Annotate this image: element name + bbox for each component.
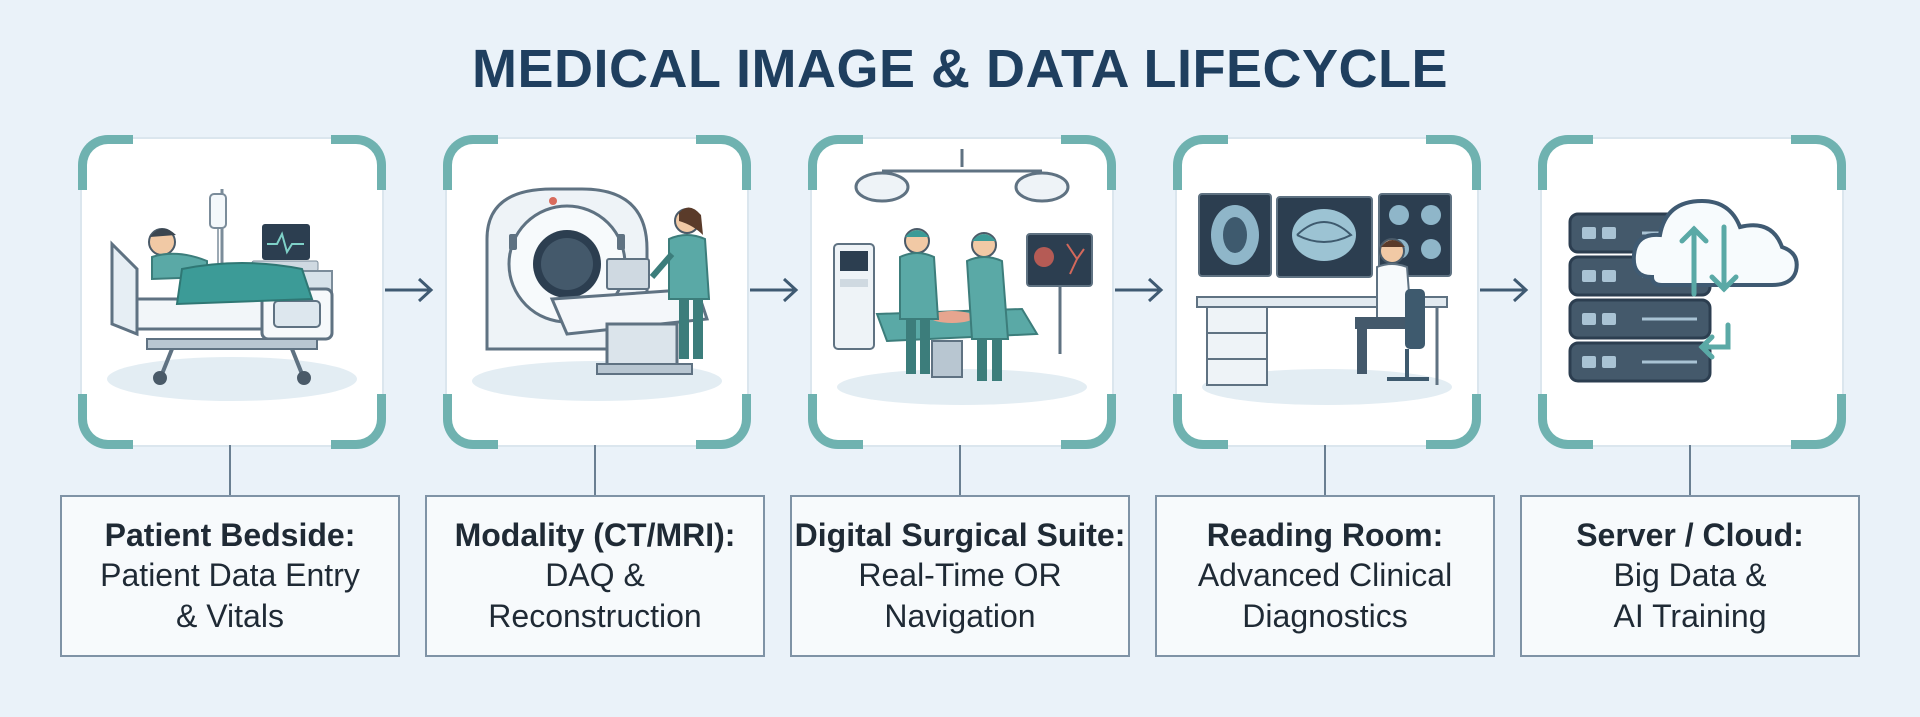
stage-1-label: Patient Bedside: Patient Data Entry & Vi… xyxy=(60,495,400,657)
stage-5-label: Server / Cloud: Big Data & AI Training xyxy=(1520,495,1860,657)
stage-description-line-2: AI Training xyxy=(1613,598,1767,634)
stage-description-line-2: Navigation xyxy=(884,598,1036,634)
server-cloud-icon xyxy=(1568,198,1799,383)
arrow-right-icon xyxy=(385,277,434,303)
stage-description-line-2: & Vitals xyxy=(176,598,284,634)
stage-heading: Patient Bedside: xyxy=(104,517,356,553)
stage-3-illustration-frame xyxy=(808,135,1116,449)
connector-line xyxy=(959,445,961,495)
stage-1-illustration-frame xyxy=(78,135,386,449)
arrow-right-icon xyxy=(750,277,799,303)
stage-2-label: Modality (CT/MRI): DAQ & Reconstruction xyxy=(425,495,765,657)
stage-heading: Server / Cloud: xyxy=(1576,517,1804,553)
connector-line xyxy=(1689,445,1691,495)
reading-room-icon xyxy=(1196,193,1452,405)
connector-line xyxy=(1324,445,1326,495)
stage-2-illustration-frame xyxy=(443,135,751,449)
stage-heading: Modality (CT/MRI): xyxy=(454,517,736,553)
stage-description-line-2: Reconstruction xyxy=(488,598,702,634)
stage-heading: Digital Surgical Suite: xyxy=(794,517,1126,553)
connector-line xyxy=(594,445,596,495)
stage-4-illustration-frame xyxy=(1173,135,1481,449)
stage-description-line-1: Real-Time OR xyxy=(858,557,1062,593)
arrow-right-icon xyxy=(1115,277,1164,303)
stage-description-line-1: Patient Data Entry xyxy=(100,557,360,593)
stage-heading: Reading Room: xyxy=(1206,517,1444,553)
stage-4-label: Reading Room: Advanced Clinical Diagnost… xyxy=(1155,495,1495,657)
stage-5-illustration-frame xyxy=(1538,135,1846,449)
arrow-right-icon xyxy=(1480,277,1529,303)
stage-description-line-2: Diagnostics xyxy=(1242,598,1408,634)
surgery-icon xyxy=(833,149,1093,405)
stage-description-line-1: Advanced Clinical xyxy=(1197,557,1453,593)
stage-description-line-1: DAQ & xyxy=(545,557,645,593)
stage-description-line-1: Big Data & xyxy=(1613,557,1767,593)
hospital-bed-icon xyxy=(107,189,357,401)
stage-3-label: Digital Surgical Suite: Real-Time OR Nav… xyxy=(790,495,1130,657)
diagram-title: MEDICAL IMAGE & DATA LIFECYCLE xyxy=(472,39,1448,99)
ct-scanner-icon xyxy=(472,187,722,401)
connector-line xyxy=(229,445,231,495)
